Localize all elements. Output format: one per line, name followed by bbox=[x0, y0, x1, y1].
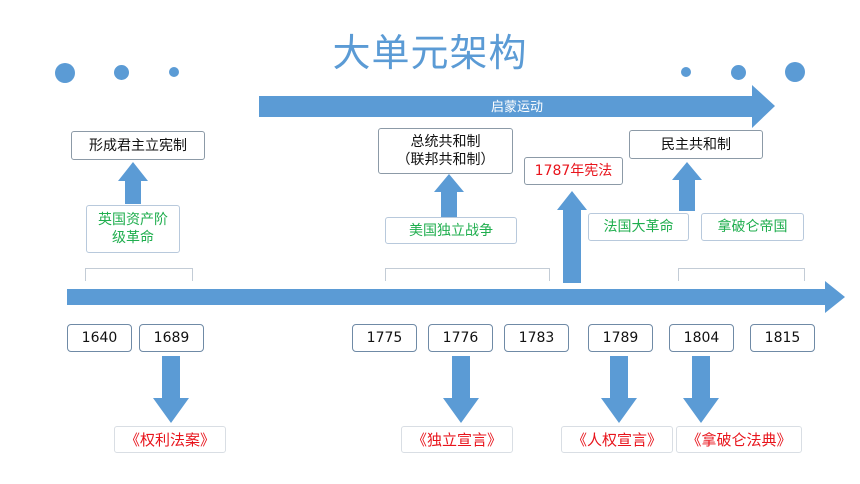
year-1815-box: 1815 bbox=[750, 324, 815, 352]
up-arrow-constitution bbox=[557, 191, 587, 283]
napoleonic-empire-label: 拿破仑帝国 bbox=[717, 219, 788, 235]
down-arrow-1776 bbox=[443, 356, 479, 423]
english-revolution-label-line1: 英国资产阶 bbox=[98, 212, 168, 228]
declaration-of-rights-box: 《人权宣言》 bbox=[561, 426, 673, 453]
constitutional-monarchy-box: 形成君主立宪制 bbox=[71, 131, 205, 160]
year-label: 1783 bbox=[518, 330, 555, 346]
democratic-republic-box: 民主共和制 bbox=[629, 130, 763, 159]
enlightenment-banner-arrow bbox=[259, 85, 775, 128]
french-revolution-label: 法国大革命 bbox=[603, 219, 674, 235]
english-revolution-label-line2: 级革命 bbox=[112, 230, 154, 246]
up-arrow-american bbox=[434, 174, 464, 217]
down-arrow-1789 bbox=[601, 356, 637, 423]
declaration-of-independence-box: 《独立宣言》 bbox=[401, 426, 513, 453]
declaration-of-independence-label: 《独立宣言》 bbox=[411, 431, 502, 449]
year-label: 1640 bbox=[81, 330, 118, 346]
napoleonic-code-label: 《拿破仑法典》 bbox=[686, 431, 792, 449]
napoleonic-code-box: 《拿破仑法典》 bbox=[676, 426, 802, 453]
bill-of-rights-box: 《权利法案》 bbox=[114, 426, 226, 453]
year-label: 1775 bbox=[366, 330, 403, 346]
up-arrow-french bbox=[672, 162, 702, 211]
year-1775-box: 1775 bbox=[352, 324, 417, 352]
page-title: 大单元架构 bbox=[332, 31, 528, 75]
decor-dot bbox=[169, 67, 179, 77]
bill-of-rights-label: 《权利法案》 bbox=[124, 431, 215, 449]
period-bracket-french bbox=[678, 268, 805, 281]
decor-dot bbox=[731, 65, 746, 80]
year-1776-box: 1776 bbox=[428, 324, 493, 352]
decor-dot bbox=[114, 65, 129, 80]
year-1640-box: 1640 bbox=[67, 324, 132, 352]
decor-dot bbox=[785, 62, 805, 82]
constitution-1787-box: 1787年宪法 bbox=[524, 157, 623, 185]
presidential-republic-label-line2: （联邦共和制） bbox=[396, 152, 495, 168]
year-1783-box: 1783 bbox=[504, 324, 569, 352]
timeline-arrow bbox=[67, 281, 845, 313]
up-arrow-english bbox=[118, 162, 148, 204]
down-arrow-1689 bbox=[153, 356, 189, 423]
french-revolution-box: 法国大革命 bbox=[588, 213, 689, 241]
english-revolution-box: 英国资产阶 级革命 bbox=[86, 205, 180, 253]
american-war-box: 美国独立战争 bbox=[385, 217, 517, 244]
presidential-republic-box: 总统共和制 （联邦共和制） bbox=[378, 128, 513, 174]
napoleonic-empire-box: 拿破仑帝国 bbox=[701, 213, 804, 241]
enlightenment-banner-label: 启蒙运动 bbox=[491, 100, 543, 115]
decor-dot bbox=[55, 63, 75, 83]
decor-dot bbox=[681, 67, 691, 77]
democratic-republic-label: 民主共和制 bbox=[661, 136, 731, 153]
year-label: 1815 bbox=[764, 330, 801, 346]
year-label: 1804 bbox=[683, 330, 720, 346]
constitution-1787-label: 1787年宪法 bbox=[534, 163, 613, 179]
year-label: 1689 bbox=[153, 330, 190, 346]
constitutional-monarchy-label: 形成君主立宪制 bbox=[89, 137, 187, 154]
american-war-label: 美国独立战争 bbox=[409, 222, 493, 239]
year-label: 1789 bbox=[602, 330, 639, 346]
period-bracket-english bbox=[85, 268, 193, 281]
year-1689-box: 1689 bbox=[139, 324, 204, 352]
declaration-of-rights-label: 《人权宣言》 bbox=[571, 431, 662, 449]
period-bracket-american bbox=[385, 268, 550, 281]
year-label: 1776 bbox=[442, 330, 479, 346]
year-1804-box: 1804 bbox=[669, 324, 734, 352]
down-arrow-1804 bbox=[683, 356, 719, 423]
presidential-republic-label-line1: 总统共和制 bbox=[410, 134, 481, 150]
year-1789-box: 1789 bbox=[588, 324, 653, 352]
